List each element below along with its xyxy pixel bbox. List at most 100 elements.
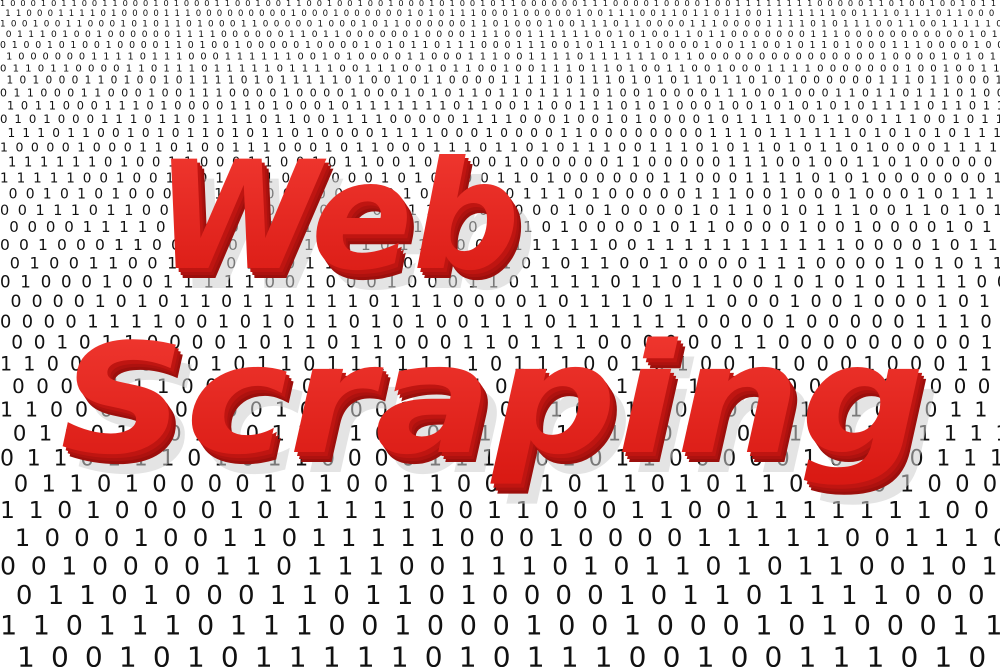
binary-digit: 0 — [835, 218, 845, 236]
binary-digit: 0 — [878, 30, 884, 40]
binary-digit: 0 — [560, 253, 570, 272]
binary-digit: 0 — [916, 292, 927, 312]
binary-digit: 1 — [318, 19, 324, 29]
binary-digit: 0 — [447, 375, 460, 398]
binary-digit: 1 — [446, 40, 452, 51]
binary-digit: 0 — [418, 86, 425, 99]
binary-digit: 0 — [464, 170, 473, 186]
binary-digit: 0 — [437, 186, 446, 202]
binary-digit: 1 — [485, 333, 497, 354]
binary-digit: 1 — [844, 100, 851, 113]
binary-digit: 1 — [565, 52, 571, 63]
binary-digit: 1 — [36, 203, 45, 219]
binary-digit: 1 — [720, 30, 726, 40]
binary-digit: 0 — [351, 126, 359, 140]
binary-digit: 1 — [663, 292, 674, 312]
binary-digit: 0 — [436, 30, 442, 40]
binary-digit: 0 — [270, 40, 276, 51]
binary-digit: 1 — [778, 170, 787, 186]
binary-digit: 1 — [289, 30, 295, 40]
binary-digit: 1 — [856, 156, 864, 171]
binary-digit: 0 — [927, 40, 933, 51]
binary-digit: 0 — [618, 75, 625, 87]
binary-digit: 1 — [289, 64, 295, 75]
binary-digit: 0 — [755, 19, 761, 29]
binary-digit: 0 — [679, 19, 685, 29]
binary-digit: 1 — [970, 86, 977, 99]
binary-digit: 1 — [925, 9, 930, 19]
binary-digit: 0 — [732, 273, 743, 292]
binary-digit: 0 — [799, 30, 805, 40]
binary-digit: 0 — [67, 52, 73, 63]
binary-digit: 1 — [371, 140, 379, 155]
binary-digit: 1 — [885, 100, 892, 113]
binary-digit: 1 — [828, 170, 837, 186]
binary-digit: 1 — [33, 75, 40, 87]
binary-digit: 1 — [980, 353, 992, 376]
binary-digit: 0 — [370, 52, 376, 63]
binary-digit: 0 — [798, 203, 807, 219]
binary-digit: 1 — [788, 140, 796, 155]
binary-digit: 0 — [47, 353, 59, 376]
binary-digit: 0 — [531, 0, 536, 8]
binary-digit: 0 — [296, 156, 304, 171]
binary-digit: 1 — [761, 75, 768, 87]
binary-digit: 1 — [645, 40, 651, 51]
binary-digit: 0 — [621, 112, 628, 126]
binary-digit: 1 — [978, 126, 986, 140]
binary-digit: 0 — [450, 398, 463, 422]
binary-digit: 0 — [493, 19, 499, 29]
binary-digit: 0 — [318, 112, 325, 126]
binary-digit: 1 — [324, 253, 334, 272]
binary-digit: 0 — [95, 236, 105, 254]
binary-digit: 0 — [280, 9, 285, 19]
binary-digit: 0 — [747, 292, 758, 312]
binary-digit: 1 — [300, 30, 306, 40]
binary-digit: 1 — [835, 140, 843, 155]
binary-digit: 0 — [605, 126, 613, 140]
binary-digit: 1 — [95, 292, 106, 312]
binary-digit: 1 — [428, 9, 433, 19]
binary-digit: 1 — [505, 112, 512, 126]
binary-digit: 0 — [229, 86, 236, 99]
binary-digit: 0 — [146, 186, 155, 202]
binary-digit: 1 — [608, 9, 613, 19]
binary-digit: 0 — [874, 292, 885, 312]
binary-digit: 0 — [303, 112, 310, 126]
binary-digit: 1 — [879, 0, 884, 8]
binary-digit: 0 — [214, 333, 226, 354]
binary-digit: 0 — [82, 0, 87, 8]
binary-digit: 1 — [903, 40, 909, 51]
headline-word-web: Web Web Web Web Web — [155, 130, 537, 324]
binary-digit: 0 — [229, 218, 239, 236]
binary-digit: 0 — [634, 40, 640, 51]
binary-digit: 0 — [840, 353, 852, 376]
binary-digit: 0 — [88, 19, 94, 29]
binary-digit: 0 — [124, 140, 132, 155]
binary-digit: 0 — [859, 126, 867, 140]
binary-digit: 1 — [244, 273, 255, 292]
binary-digit: 0 — [917, 52, 923, 63]
binary-digit: 1 — [712, 19, 718, 29]
binary-digit: 1 — [942, 19, 948, 29]
binary-digit: 0 — [697, 312, 708, 333]
binary-digit: 1 — [232, 140, 240, 155]
binary-digit: 0 — [893, 312, 904, 333]
binary-digit: 1 — [579, 75, 586, 87]
binary-digit: 0 — [152, 236, 162, 254]
binary-digit: 0 — [897, 140, 905, 155]
binary-digit: 0 — [349, 312, 360, 333]
binary-digit: 1 — [226, 64, 232, 75]
binary-digit: 1 — [43, 186, 52, 202]
binary-digit: 0 — [936, 156, 944, 171]
binary-digit: 1 — [248, 156, 256, 171]
binary-digit: 0 — [347, 0, 352, 8]
binary-digit: 0 — [516, 30, 522, 40]
binary-digit: 1 — [120, 156, 128, 171]
binary-digit: 0 — [676, 100, 683, 113]
binary-digit: 0 — [746, 186, 755, 202]
binary-digit: 1 — [202, 126, 210, 140]
binary-digit: 0 — [652, 30, 658, 40]
binary-digit: 1 — [189, 64, 195, 75]
binary-digit: 1 — [816, 203, 825, 219]
